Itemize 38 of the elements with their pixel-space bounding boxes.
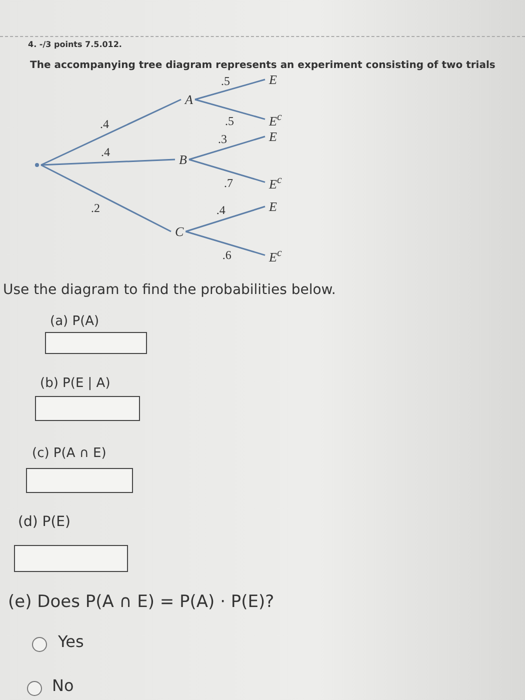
outcome-label: B [179, 153, 187, 166]
branch-line [185, 230, 266, 256]
branch-line [40, 158, 176, 166]
outcome-label: A [185, 93, 193, 106]
branch-line [40, 164, 172, 232]
branch-line [188, 158, 266, 183]
probability-label: .3 [216, 133, 228, 145]
branch-line [185, 206, 266, 232]
part-label: (d) P(E) [18, 514, 70, 530]
part-label: (c) P(A ∩ E) [32, 446, 106, 461]
branch-line [194, 78, 266, 100]
probability-label: .4 [215, 204, 226, 216]
outcome-label: E$^{c}$ [269, 247, 282, 264]
outcome-label: E$^{c}$ [269, 174, 282, 190]
probability-label: .4 [99, 118, 110, 130]
option-label: Yes [58, 632, 84, 651]
part-label: (b) P(E | A) [40, 376, 110, 391]
branch-line [194, 98, 266, 120]
outcome-label: E [269, 130, 277, 143]
outcome-label: E [269, 200, 277, 213]
question-text: (e) Does P(A ∩ E) = P(A) · P(E)? [8, 592, 274, 612]
root-point [35, 163, 39, 167]
probability-label: .4 [100, 146, 111, 158]
outcome-label: E$^{c}$ [269, 111, 282, 128]
question-text: The accompanying tree diagram represents an experiment consisting of two trials [30, 60, 496, 71]
probability-label: .7 [222, 176, 234, 189]
branch-line [40, 98, 182, 166]
instruction-text: Use the diagram to find the probabilities below. [3, 282, 336, 298]
probability-label: .6 [221, 249, 232, 262]
probability-label: .2 [90, 202, 101, 214]
outcome-label: E [269, 73, 277, 86]
probability-label: .5 [224, 115, 235, 128]
question-number: 4. -/3 points 7.5.012. [28, 40, 122, 49]
probability-label: .5 [220, 74, 231, 86]
option-label: No [52, 676, 74, 695]
branch-line [188, 136, 266, 160]
part-label: (a) P(A) [50, 314, 100, 329]
outcome-label: C [175, 225, 184, 238]
